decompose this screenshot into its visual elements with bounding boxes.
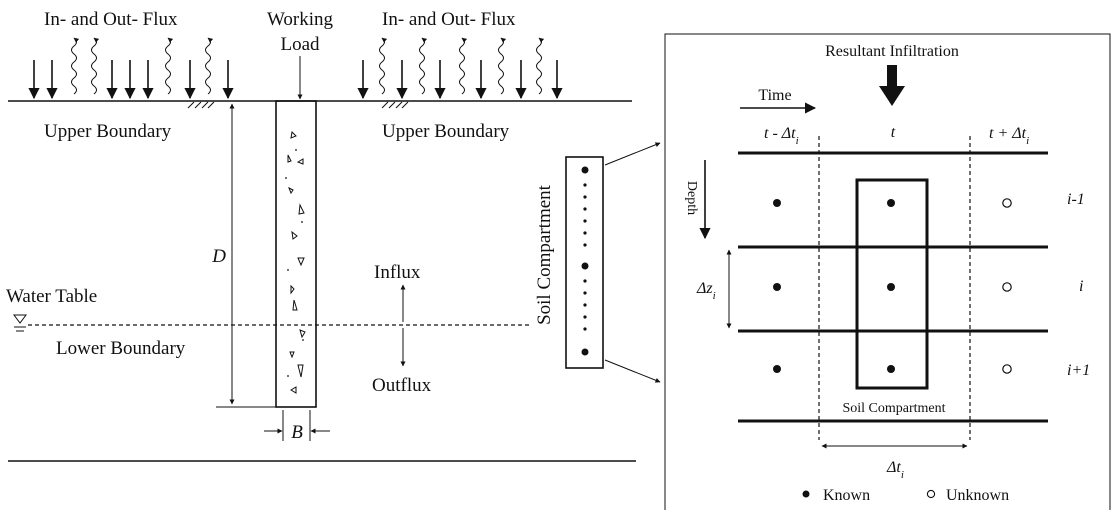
influx-label: Influx <box>374 262 421 283</box>
upward-flux-arrow <box>419 37 428 95</box>
upper-boundary-right: Upper Boundary <box>382 121 510 142</box>
upward-flux-arrow <box>536 37 545 95</box>
col-now-label: t <box>891 124 896 141</box>
known-nodes <box>773 199 895 373</box>
legend-unknown-marker <box>926 489 936 499</box>
upward-flux-arrow <box>91 37 100 95</box>
zoom-arrow-bottom <box>604 359 661 383</box>
working-load-label-1: Working <box>267 9 334 30</box>
hatch-marks <box>187 101 409 109</box>
upward-flux-arrow <box>459 37 468 95</box>
resultant-infiltration-arrow <box>879 65 905 106</box>
unknown-nodes <box>1002 198 1012 374</box>
col-next-label: t + Δti <box>989 125 1029 147</box>
legend-unknown-label: Unknown <box>946 487 1009 504</box>
water-table-symbol <box>13 314 27 332</box>
soil-compartment-vertical-label: Soil Compartment <box>534 184 555 325</box>
upward-flux-arrow <box>379 37 388 95</box>
water-table-label: Water Table <box>6 286 97 307</box>
soil-compartment-box <box>855 178 929 390</box>
legend-known-label: Known <box>823 487 870 504</box>
time-label: Time <box>758 87 791 104</box>
delta-t-label: Δti <box>886 459 904 481</box>
row-label-next: i+1 <box>1067 362 1090 379</box>
working-load-label-2: Load <box>280 34 320 55</box>
resultant-infiltration-label: Resultant Infiltration <box>825 43 959 60</box>
detail-frame <box>664 33 1111 510</box>
upward-flux-arrow <box>205 37 214 95</box>
soil-compartment-dots <box>581 166 589 356</box>
outflux-label: Outflux <box>372 375 432 396</box>
soil-compartment-column <box>565 156 604 369</box>
upper-boundary-left: Upper Boundary <box>44 121 172 142</box>
flux-arrows-right <box>357 37 563 100</box>
depth-label: Depth <box>684 181 699 215</box>
flux-arrows-left <box>28 37 234 100</box>
right-panel: Resultant Infiltration Time t - Δti t t … <box>664 33 1111 510</box>
upward-flux-arrow <box>71 37 80 95</box>
flux-label-left: In- and Out- Flux <box>44 9 178 30</box>
lower-boundary-label: Lower Boundary <box>56 338 186 359</box>
flux-label-right: In- and Out- Flux <box>382 9 516 30</box>
pile-aggregate <box>285 130 306 394</box>
depth-symbol: D <box>211 246 226 267</box>
delta-z-label: Δzi <box>696 280 716 302</box>
upward-flux-arrow <box>165 37 174 95</box>
pile <box>275 100 317 408</box>
soil-compartment-label: Soil Compartment <box>842 401 945 416</box>
legend: Known Unknown <box>802 487 1009 504</box>
col-prev-label: t - Δti <box>764 125 799 147</box>
legend-known-marker <box>802 490 810 498</box>
width-symbol: B <box>291 422 303 443</box>
row-label-prev: i-1 <box>1067 191 1085 208</box>
row-label-now: i <box>1079 278 1083 295</box>
upward-flux-arrow <box>498 37 507 95</box>
zoom-arrow-top <box>604 142 661 166</box>
left-panel: In- and Out- Flux In- and Out- Flux Work… <box>6 9 661 462</box>
